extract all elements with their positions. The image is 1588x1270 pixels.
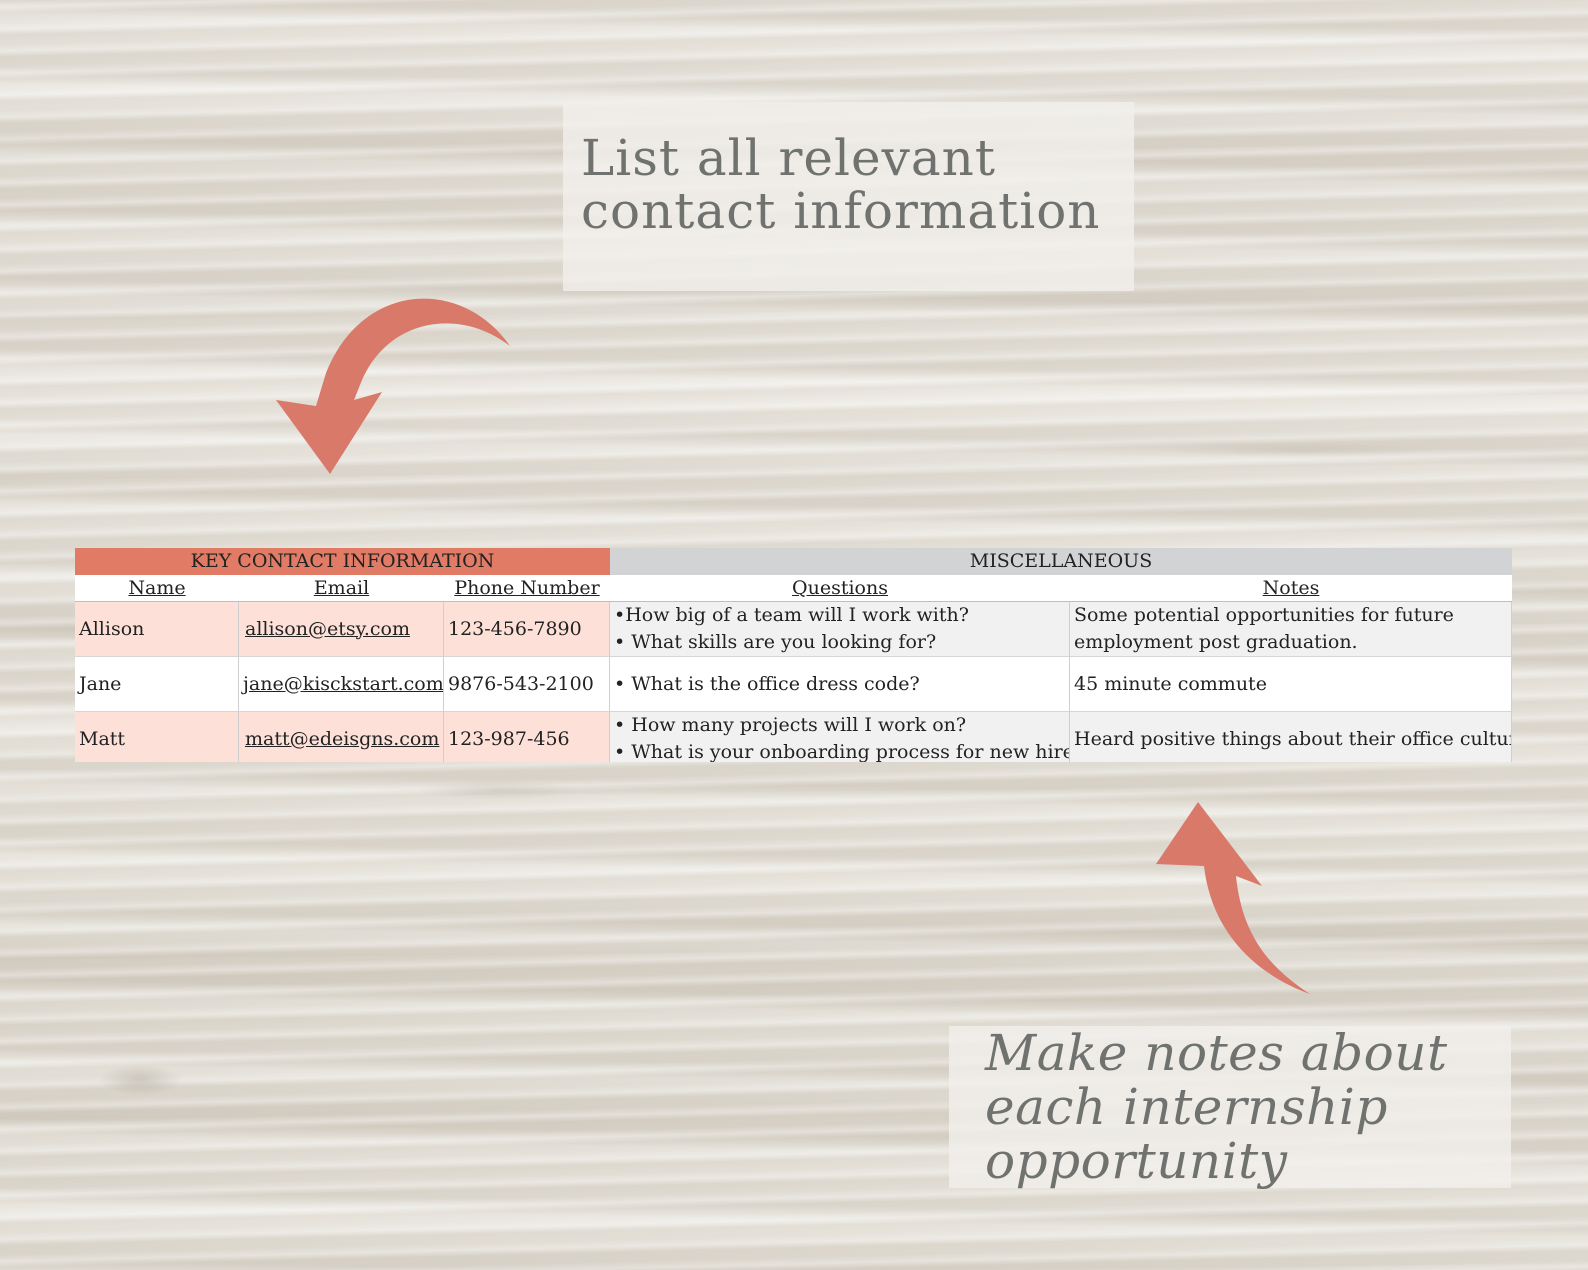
cell-email[interactable]: matt@edeisgns.com <box>239 712 444 762</box>
cell-phone[interactable]: 9876-543-2100 <box>444 657 610 712</box>
notes-line: Some potential opportunities for future <box>1074 604 1454 626</box>
column-header-email[interactable]: Email <box>239 575 444 602</box>
callout-contact-info: List all relevant contact information <box>563 102 1134 291</box>
callout-bottom-line-1: Make notes about <box>985 1024 1448 1082</box>
callout-top-line-2: contact information <box>581 182 1101 240</box>
question-line: • How many projects will I work on? <box>614 714 967 736</box>
cell-questions[interactable]: • What is the office dress code? <box>610 657 1070 712</box>
callout-bottom-line-3: opportunity <box>985 1132 1288 1190</box>
group-header-miscellaneous: MISCELLANEOUS <box>610 548 1512 575</box>
curved-arrow-icon <box>276 298 510 474</box>
cell-notes[interactable]: 45 minute commute <box>1070 657 1512 712</box>
cell-email[interactable]: jane@kisckstart.com <box>239 657 444 712</box>
question-line: • What skills are you looking for? <box>614 631 937 653</box>
notes-line: employment post graduation. <box>1074 631 1358 653</box>
cell-email[interactable]: allison@etsy.com <box>239 602 444 657</box>
column-header-notes[interactable]: Notes <box>1070 575 1512 602</box>
cell-name[interactable]: Jane <box>75 657 239 712</box>
cell-name[interactable]: Allison <box>75 602 239 657</box>
callout-top-line-1: List all relevant <box>581 129 996 187</box>
callout-make-notes: Make notes about each internship opportu… <box>949 1026 1511 1188</box>
contact-table: KEY CONTACT INFORMATION MISCELLANEOUS Na… <box>75 548 1512 762</box>
cell-name[interactable]: Matt <box>75 712 239 762</box>
cell-notes[interactable]: Some potential opportunities for future … <box>1070 602 1512 657</box>
upward-arrow-icon <box>1156 802 1310 994</box>
question-line: • What is your onboarding process for ne… <box>614 741 1070 762</box>
cell-questions[interactable]: •How big of a team will I work with? • W… <box>610 602 1070 657</box>
cell-phone[interactable]: 123-987-456 <box>444 712 610 762</box>
column-header-name[interactable]: Name <box>75 575 239 602</box>
cell-questions[interactable]: • How many projects will I work on? • Wh… <box>610 712 1070 762</box>
column-header-phone[interactable]: Phone Number <box>444 575 610 602</box>
callout-bottom-line-2: each internship <box>985 1078 1388 1136</box>
group-header-key-contact: KEY CONTACT INFORMATION <box>75 548 610 575</box>
notes-line: Heard positive things about their office… <box>1074 727 1512 750</box>
question-line: •How big of a team will I work with? <box>614 604 969 626</box>
column-header-questions[interactable]: Questions <box>610 575 1070 602</box>
question-line: • What is the office dress code? <box>614 672 920 695</box>
notes-line: 45 minute commute <box>1074 672 1267 695</box>
cell-phone[interactable]: 123-456-7890 <box>444 602 610 657</box>
cell-notes[interactable]: Heard positive things about their office… <box>1070 712 1512 762</box>
